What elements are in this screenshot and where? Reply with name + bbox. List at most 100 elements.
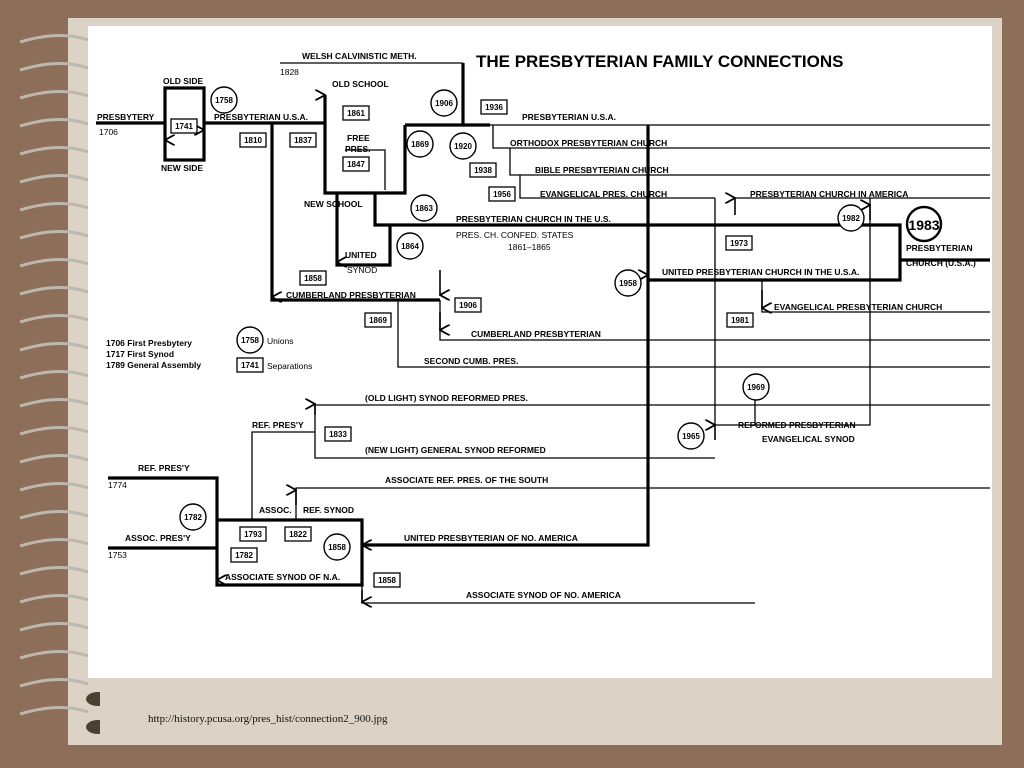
label-free: FREE — [347, 133, 370, 143]
source-url: http://history.pcusa.org/pres_hist/conne… — [148, 713, 388, 725]
label-1753: 1753 — [108, 550, 127, 560]
separation-box: 1793 — [239, 526, 267, 542]
label-epc: EVANGELICAL PRESBYTERIAN CHURCH — [774, 302, 942, 312]
svg-text:1973: 1973 — [730, 239, 748, 248]
label-evangelical: EVANGELICAL PRES. CHURCH — [540, 189, 667, 199]
label-cumberland-2: CUMBERLAND PRESBYTERIAN — [471, 329, 601, 339]
separation-box: 1936 — [480, 99, 508, 115]
label-assoc-presy: ASSOC. PRES'Y — [125, 533, 191, 543]
union-circle: 1982 — [837, 204, 865, 232]
union-circle: 1969 — [742, 373, 770, 401]
separation-box: 1810 — [239, 132, 267, 148]
svg-text:1906: 1906 — [459, 301, 477, 310]
separation-boxes: 1741 1810 1861 1837 1847 1936 1938 1956 … — [170, 99, 754, 588]
legend-date-3: 1789 General Assembly — [106, 360, 201, 370]
svg-text:1758: 1758 — [215, 96, 233, 105]
svg-text:1847: 1847 — [347, 160, 365, 169]
svg-text:1782: 1782 — [184, 513, 202, 522]
label-upcusa: UNITED PRESBYTERIAN CHURCH IN THE U.S.A. — [662, 267, 859, 277]
label-pres-usa-2: PRESBYTERIAN U.S.A. — [522, 112, 616, 122]
label-new-side: NEW SIDE — [161, 163, 203, 173]
legend-date-2: 1717 First Synod — [106, 349, 174, 359]
union-circle-1983: 1983 — [905, 205, 943, 243]
svg-text:1793: 1793 — [244, 530, 262, 539]
label-bible: BIBLE PRESBYTERIAN CHURCH — [535, 165, 669, 175]
svg-text:1920: 1920 — [454, 142, 472, 151]
legend: 1706 First Presbytery 1717 First Synod 1… — [106, 326, 312, 373]
label-ref-presy-1: REF. PRES'Y — [252, 420, 304, 430]
svg-text:1864: 1864 — [401, 242, 419, 251]
union-circle: 1869 — [406, 130, 434, 158]
separation-box: 1981 — [726, 312, 754, 328]
separation-box: 1858 — [373, 572, 401, 588]
svg-text:1837: 1837 — [294, 136, 312, 145]
label-old-school: OLD SCHOOL — [332, 79, 389, 89]
svg-text:1938: 1938 — [474, 166, 492, 175]
label-pcusa-b: CHURCH (U.S.A.) — [906, 258, 976, 268]
label-orthodox: ORTHODOX PRESBYTERIAN CHURCH — [510, 138, 667, 148]
separation-box: 1973 — [725, 235, 753, 251]
svg-text:1861: 1861 — [347, 109, 365, 118]
label-pcusa-a: PRESBYTERIAN — [906, 243, 973, 253]
label-old-light: (OLD LIGHT) SYNOD REFORMED PRES. — [365, 393, 528, 403]
label-pca: PRESBYTERIAN CHURCH IN AMERICA — [750, 189, 908, 199]
label-ref-synod: REF. SYNOD — [303, 505, 354, 515]
label-ref-presy-2: REF. PRES'Y — [138, 463, 190, 473]
union-circle: 1782 — [179, 503, 207, 531]
svg-text:1741: 1741 — [175, 122, 193, 131]
svg-text:1969: 1969 — [747, 383, 765, 392]
svg-text:1869: 1869 — [411, 140, 429, 149]
label-united: UNITED — [345, 250, 377, 260]
svg-text:1982: 1982 — [842, 214, 860, 223]
lineage-labels: WELSH CALVINISTIC METH. 1828 PRESBYTERY … — [97, 51, 976, 600]
legend-union-circle — [236, 326, 264, 354]
svg-text:1983: 1983 — [908, 217, 939, 233]
legend-separation-box — [236, 357, 264, 373]
label-1828: 1828 — [280, 67, 299, 77]
separation-box: 1938 — [469, 162, 497, 178]
union-circle: 1864 — [396, 232, 424, 260]
label-rpes-b: EVANGELICAL SYNOD — [762, 434, 855, 444]
label-pres-usa-1: PRESBYTERIAN U.S.A. — [214, 112, 308, 122]
label-cumberland-1: CUMBERLAND PRESBYTERIAN — [286, 290, 416, 300]
lineage-lines — [96, 62, 990, 603]
svg-text:1956: 1956 — [493, 190, 511, 199]
spiral-binding — [19, 33, 100, 734]
label-arp-south: ASSOCIATE REF. PRES. OF THE SOUTH — [385, 475, 548, 485]
separation-box: 1956 — [488, 186, 516, 202]
legend-union-label: Unions — [267, 336, 293, 346]
svg-text:1782: 1782 — [235, 551, 253, 560]
svg-text:1981: 1981 — [731, 316, 749, 325]
label-confed-years: 1861–1865 — [508, 242, 551, 252]
separation-box: 1837 — [289, 132, 317, 148]
separation-box: 1861 — [342, 105, 370, 121]
label-assoc: ASSOC. — [259, 505, 292, 515]
binding-strip — [0, 0, 68, 768]
svg-text:1936: 1936 — [485, 103, 503, 112]
svg-text:1858: 1858 — [304, 274, 322, 283]
svg-text:1869: 1869 — [369, 316, 387, 325]
label-old-side: OLD SIDE — [163, 76, 203, 86]
label-asna-2: ASSOCIATE SYNOD OF NO. AMERICA — [466, 590, 621, 600]
union-circle: 1758 — [210, 86, 238, 114]
svg-text:1965: 1965 — [682, 432, 700, 441]
label-1706: 1706 — [99, 127, 118, 137]
svg-text:1858: 1858 — [378, 576, 396, 585]
separation-box: 1741 — [170, 118, 198, 134]
union-circle: 1958 — [614, 269, 642, 297]
chart-panel — [88, 26, 992, 678]
separation-box: 1847 — [342, 156, 370, 172]
union-circle: 1906 — [430, 89, 458, 117]
legend-date-1: 1706 First Presbytery — [106, 338, 192, 348]
svg-text:1810: 1810 — [244, 136, 262, 145]
label-synod: SYNOD — [347, 265, 377, 275]
label-welsh: WELSH CALVINISTIC METH. — [302, 51, 417, 61]
label-1774: 1774 — [108, 480, 127, 490]
union-circles: 1758 1906 1869 1920 1863 1864 1958 1982 … — [179, 86, 943, 561]
svg-text:1858: 1858 — [328, 543, 346, 552]
separation-box: 1858 — [299, 270, 327, 286]
svg-text:1833: 1833 — [329, 430, 347, 439]
legend-union-year: 1758 — [241, 336, 259, 345]
label-pres: PRES. — [345, 144, 371, 154]
